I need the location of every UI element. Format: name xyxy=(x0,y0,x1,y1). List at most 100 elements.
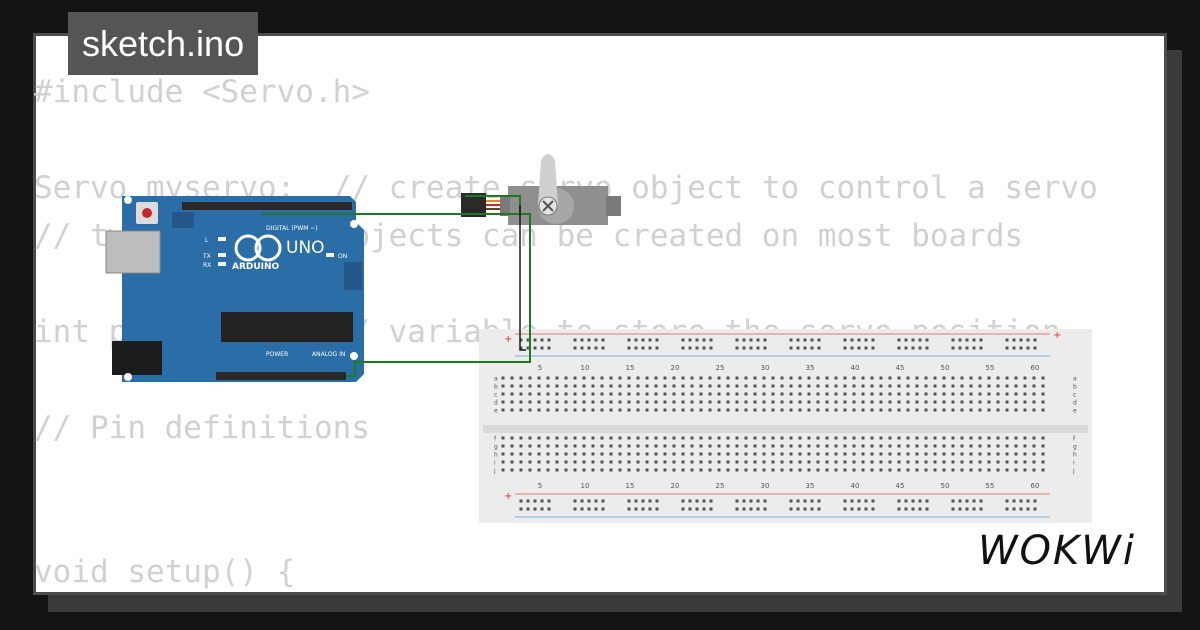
breadboard-rail-hole[interactable] xyxy=(634,499,638,503)
breadboard-hole[interactable] xyxy=(987,468,991,472)
breadboard-rail-hole[interactable] xyxy=(709,338,713,342)
breadboard-hole[interactable] xyxy=(600,408,604,412)
breadboard-hole[interactable] xyxy=(978,468,982,472)
breadboard-rail-hole[interactable] xyxy=(1005,346,1009,350)
breadboard-hole[interactable] xyxy=(987,400,991,404)
breadboard-hole[interactable] xyxy=(879,408,883,412)
breadboard-hole[interactable] xyxy=(546,376,550,380)
breadboard-rail-hole[interactable] xyxy=(756,338,760,342)
breadboard-hole[interactable] xyxy=(852,384,856,388)
breadboard-hole[interactable] xyxy=(618,408,622,412)
breadboard-hole[interactable] xyxy=(942,408,946,412)
breadboard-hole[interactable] xyxy=(987,376,991,380)
breadboard-hole[interactable] xyxy=(1005,452,1009,456)
breadboard-hole[interactable] xyxy=(807,468,811,472)
breadboard-hole[interactable] xyxy=(870,376,874,380)
breadboard-rail-hole[interactable] xyxy=(850,507,854,511)
breadboard-hole[interactable] xyxy=(663,444,667,448)
breadboard-hole[interactable] xyxy=(564,436,568,440)
breadboard-rail-hole[interactable] xyxy=(817,338,821,342)
breadboard-hole[interactable] xyxy=(618,452,622,456)
breadboard-hole[interactable] xyxy=(627,400,631,404)
breadboard-hole[interactable] xyxy=(528,436,532,440)
breadboard-hole[interactable] xyxy=(762,384,766,388)
breadboard-rail-hole[interactable] xyxy=(695,346,699,350)
breadboard-hole[interactable] xyxy=(942,376,946,380)
breadboard-hole[interactable] xyxy=(780,376,784,380)
breadboard-hole[interactable] xyxy=(582,444,586,448)
breadboard-hole[interactable] xyxy=(987,384,991,388)
breadboard-hole[interactable] xyxy=(636,452,640,456)
breadboard-hole[interactable] xyxy=(879,452,883,456)
breadboard-rail-hole[interactable] xyxy=(763,499,767,503)
breadboard-rail-hole[interactable] xyxy=(547,507,551,511)
breadboard-hole[interactable] xyxy=(834,384,838,388)
breadboard-rail-hole[interactable] xyxy=(1019,507,1023,511)
breadboard-hole[interactable] xyxy=(663,400,667,404)
breadboard-hole[interactable] xyxy=(888,384,892,388)
breadboard-rail-hole[interactable] xyxy=(688,507,692,511)
breadboard-hole[interactable] xyxy=(735,384,739,388)
breadboard-hole[interactable] xyxy=(645,460,649,464)
breadboard-hole[interactable] xyxy=(546,460,550,464)
breadboard-rail-hole[interactable] xyxy=(634,338,638,342)
breadboard-hole[interactable] xyxy=(609,408,613,412)
breadboard-hole[interactable] xyxy=(510,436,514,440)
breadboard-hole[interactable] xyxy=(951,392,955,396)
breadboard-rail-hole[interactable] xyxy=(540,499,544,503)
breadboard-hole[interactable] xyxy=(1005,444,1009,448)
breadboard-rail-hole[interactable] xyxy=(843,507,847,511)
breadboard-hole[interactable] xyxy=(969,376,973,380)
breadboard-hole[interactable] xyxy=(1032,376,1036,380)
breadboard-hole[interactable] xyxy=(645,392,649,396)
breadboard-hole[interactable] xyxy=(942,392,946,396)
breadboard-rail-hole[interactable] xyxy=(688,499,692,503)
breadboard-hole[interactable] xyxy=(591,400,595,404)
breadboard-rail-hole[interactable] xyxy=(803,507,807,511)
breadboard-hole[interactable] xyxy=(996,376,1000,380)
breadboard-hole[interactable] xyxy=(951,376,955,380)
breadboard-hole[interactable] xyxy=(600,376,604,380)
breadboard-hole[interactable] xyxy=(690,392,694,396)
breadboard-rail-hole[interactable] xyxy=(904,499,908,503)
breadboard-hole[interactable] xyxy=(627,452,631,456)
breadboard-rail-hole[interactable] xyxy=(573,338,577,342)
breadboard-hole[interactable] xyxy=(906,436,910,440)
breadboard-hole[interactable] xyxy=(690,452,694,456)
breadboard-hole[interactable] xyxy=(1005,392,1009,396)
breadboard-rail-hole[interactable] xyxy=(763,507,767,511)
breadboard-hole[interactable] xyxy=(528,392,532,396)
breadboard-hole[interactable] xyxy=(771,444,775,448)
breadboard-hole[interactable] xyxy=(690,460,694,464)
breadboard-rail-hole[interactable] xyxy=(1012,507,1016,511)
breadboard-hole[interactable] xyxy=(915,384,919,388)
breadboard-hole[interactable] xyxy=(888,392,892,396)
breadboard-hole[interactable] xyxy=(762,460,766,464)
breadboard-hole[interactable] xyxy=(600,460,604,464)
breadboard-hole[interactable] xyxy=(618,376,622,380)
breadboard-rail-hole[interactable] xyxy=(1012,499,1016,503)
breadboard-hole[interactable] xyxy=(978,460,982,464)
breadboard-hole[interactable] xyxy=(672,452,676,456)
breadboard-hole[interactable] xyxy=(915,468,919,472)
breadboard-hole[interactable] xyxy=(897,444,901,448)
breadboard-hole[interactable] xyxy=(924,400,928,404)
breadboard-rail-hole[interactable] xyxy=(965,338,969,342)
breadboard-hole[interactable] xyxy=(636,392,640,396)
breadboard-hole[interactable] xyxy=(861,468,865,472)
breadboard-rail-hole[interactable] xyxy=(951,507,955,511)
breadboard-hole[interactable] xyxy=(852,400,856,404)
breadboard-hole[interactable] xyxy=(654,452,658,456)
breadboard-hole[interactable] xyxy=(771,408,775,412)
breadboard-hole[interactable] xyxy=(519,444,523,448)
breadboard-hole[interactable] xyxy=(744,408,748,412)
breadboard-rail-hole[interactable] xyxy=(1026,346,1030,350)
breadboard-hole[interactable] xyxy=(870,468,874,472)
breadboard-rail-hole[interactable] xyxy=(627,507,631,511)
breadboard-rail-hole[interactable] xyxy=(1005,507,1009,511)
breadboard-hole[interactable] xyxy=(654,436,658,440)
breadboard-hole[interactable] xyxy=(519,400,523,404)
breadboard-hole[interactable] xyxy=(888,452,892,456)
breadboard-rail-hole[interactable] xyxy=(904,507,908,511)
breadboard-hole[interactable] xyxy=(735,444,739,448)
